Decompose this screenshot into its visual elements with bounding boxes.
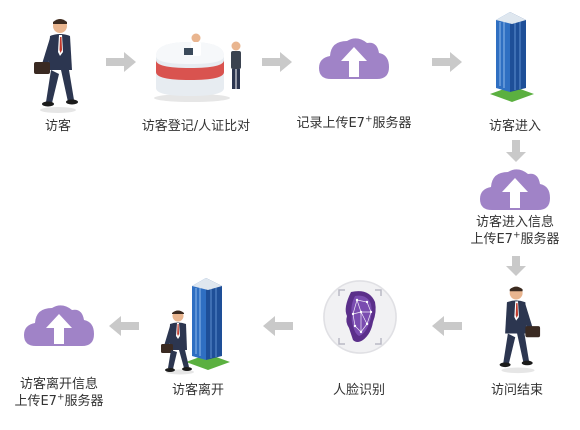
cloud-upload-icon bbox=[480, 169, 550, 210]
step-enter bbox=[486, 8, 536, 104]
label-text: 服务器 bbox=[372, 116, 412, 131]
arrow-down-icon bbox=[506, 140, 526, 162]
arrow-right-icon bbox=[432, 52, 462, 72]
label-text: 服务器 bbox=[520, 232, 560, 247]
label-sup: + bbox=[512, 230, 521, 241]
arrow-left-icon bbox=[263, 316, 293, 336]
step-registration bbox=[150, 30, 245, 102]
cloud-upload-icon bbox=[24, 305, 94, 346]
step-registration-label: 访客登记/人证比对 bbox=[141, 119, 251, 134]
arrow-down-icon bbox=[506, 256, 526, 276]
step-face-recognition-label: 人脸识别 bbox=[332, 383, 386, 398]
flow-arrow-left bbox=[109, 316, 139, 336]
arrow-right-icon bbox=[106, 52, 136, 72]
step-record-upload-label: 记录上传E7+服务器 bbox=[296, 115, 411, 132]
arrow-left-icon bbox=[432, 316, 462, 336]
reception-desk-icon bbox=[154, 33, 241, 102]
label-line2: 上传E7+服务器 bbox=[14, 393, 103, 410]
step-leave bbox=[160, 272, 234, 376]
arrow-right-icon bbox=[262, 52, 292, 72]
label-line1: 访客进入信息 bbox=[475, 215, 554, 230]
office-building-icon bbox=[490, 12, 534, 102]
face-recognition-icon bbox=[323, 280, 397, 354]
label-sup: + bbox=[364, 114, 373, 125]
cloud-upload-icon bbox=[319, 38, 389, 79]
step-record-upload bbox=[317, 33, 391, 83]
label-text: 上传E7 bbox=[14, 394, 57, 409]
flow-arrow-right bbox=[262, 52, 292, 72]
flow-arrow-right bbox=[432, 52, 462, 72]
businessman-icon bbox=[499, 286, 541, 374]
step-visitor-label: 访客 bbox=[44, 119, 72, 134]
step-visit-end-label: 访问结束 bbox=[490, 383, 544, 398]
flow-arrow-right bbox=[106, 52, 136, 72]
label-text: 上传E7 bbox=[470, 232, 513, 247]
flow-arrow-left bbox=[432, 316, 462, 336]
step-enter-label: 访客进入 bbox=[488, 119, 542, 134]
step-enter-upload-label: 访客进入信息 上传E7+服务器 bbox=[470, 214, 559, 248]
label-line1: 访客离开信息 bbox=[19, 377, 98, 392]
label-line2: 上传E7+服务器 bbox=[470, 231, 559, 248]
arrow-left-icon bbox=[109, 316, 139, 336]
label-text: 记录上传E7 bbox=[296, 116, 365, 131]
step-visitor bbox=[28, 14, 88, 114]
businessman-icon bbox=[34, 19, 78, 113]
label-text: 服务器 bbox=[64, 394, 104, 409]
step-leave-upload bbox=[22, 300, 96, 350]
flow-arrow-down bbox=[506, 140, 526, 162]
step-visit-end bbox=[490, 282, 546, 374]
flow-arrow-down bbox=[506, 256, 526, 276]
step-leave-upload-label: 访客离开信息 上传E7+服务器 bbox=[14, 376, 103, 410]
step-face-recognition bbox=[321, 278, 399, 356]
label-sup: + bbox=[56, 392, 65, 403]
flow-arrow-left bbox=[263, 316, 293, 336]
businessman-building-icon bbox=[161, 278, 230, 375]
step-leave-label: 访客离开 bbox=[171, 383, 225, 398]
step-enter-upload bbox=[478, 164, 552, 214]
